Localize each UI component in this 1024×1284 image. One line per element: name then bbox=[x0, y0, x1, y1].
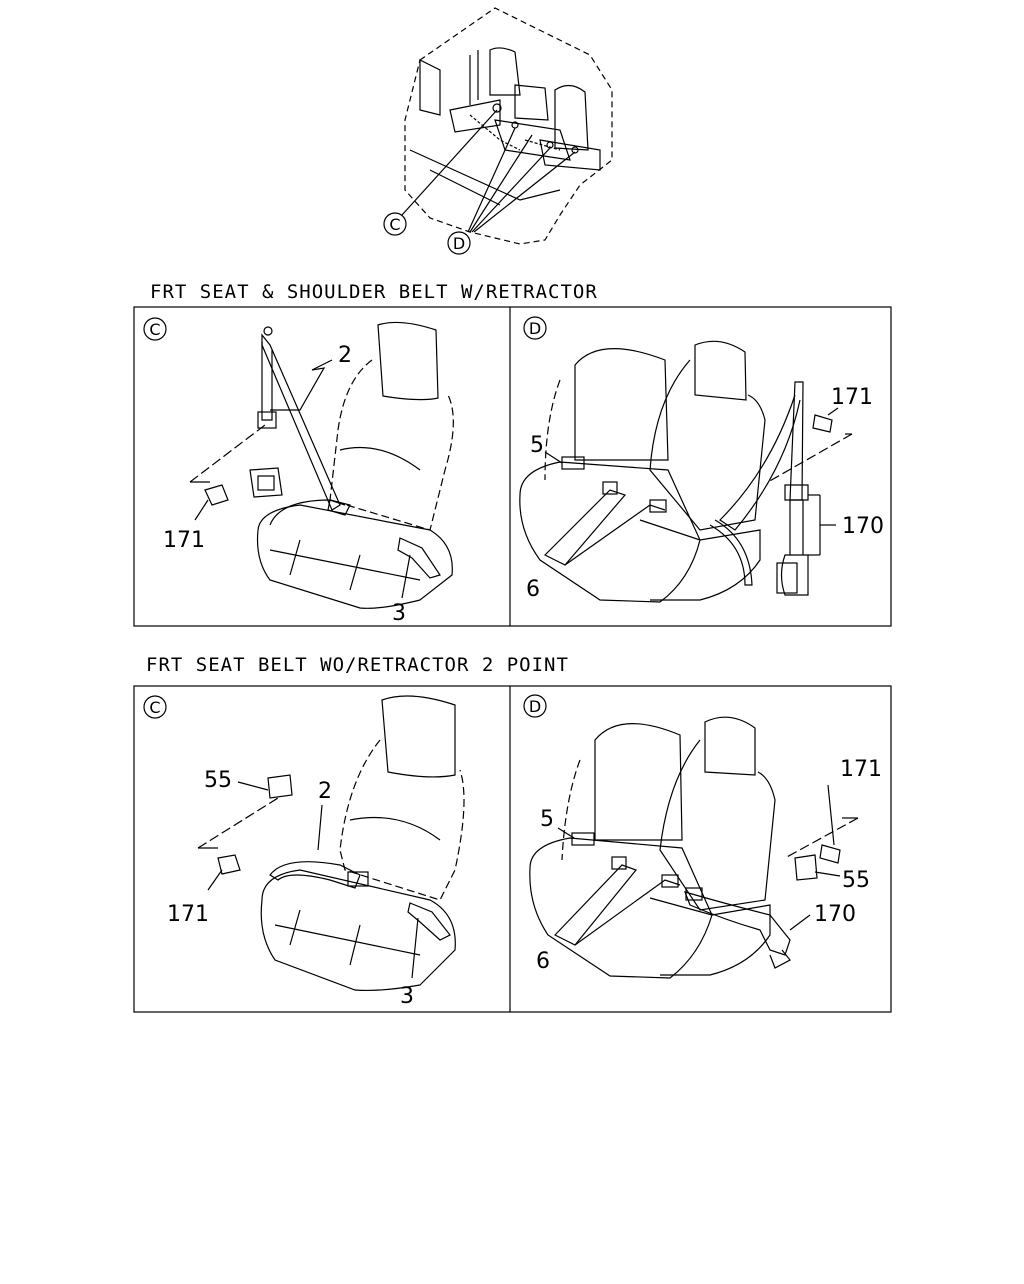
s2-c-label-55: 55 bbox=[204, 768, 232, 793]
section2-title: FRT SEAT BELT WO/RETRACTOR 2 POINT bbox=[146, 654, 569, 676]
s2-d-label-171: 171 bbox=[840, 757, 882, 782]
section2-frame bbox=[133, 685, 892, 1013]
s1-d-label-171: 171 bbox=[831, 385, 873, 410]
callout-d-circle bbox=[447, 231, 471, 255]
s2-d-label-6: 6 bbox=[536, 949, 550, 974]
s2-d-label-5: 5 bbox=[540, 807, 554, 832]
section1-title: FRT SEAT & SHOULDER BELT W/RETRACTOR bbox=[150, 281, 598, 303]
callout-c-label: C bbox=[389, 215, 400, 234]
s1-d-label-5: 5 bbox=[530, 433, 544, 458]
s2-c-label-3: 3 bbox=[400, 984, 414, 1009]
callout-d-label: D bbox=[453, 234, 465, 253]
s2-c-seat bbox=[197, 695, 465, 992]
s2-d-view-label: D bbox=[529, 697, 541, 716]
s2-d-seats bbox=[529, 716, 859, 979]
s1-c-label-171: 171 bbox=[163, 528, 205, 553]
s2-c-label-171: 171 bbox=[167, 902, 209, 927]
s1-c-view-circle bbox=[143, 317, 167, 341]
cab-overview bbox=[383, 7, 613, 255]
s1-c-seat bbox=[189, 321, 454, 609]
s1-d-view-label: D bbox=[529, 319, 541, 338]
s1-d-view-circle bbox=[523, 316, 547, 340]
s2-c-view-label: C bbox=[149, 698, 160, 717]
s2-d-label-55: 55 bbox=[842, 868, 870, 893]
s2-d-label-170: 170 bbox=[814, 902, 856, 927]
callout-c-circle bbox=[383, 212, 407, 236]
s1-d-seats bbox=[519, 340, 853, 603]
s1-d-label-170: 170 bbox=[842, 514, 884, 539]
s1-c-label-2: 2 bbox=[338, 343, 352, 368]
s2-d-view-circle bbox=[523, 694, 547, 718]
s2-c-label-2: 2 bbox=[318, 779, 332, 804]
s1-d-label-6: 6 bbox=[526, 577, 540, 602]
s2-c-view-circle bbox=[143, 695, 167, 719]
s1-c-view-label: C bbox=[149, 320, 160, 339]
s1-c-label-3: 3 bbox=[392, 601, 406, 626]
section1-frame bbox=[133, 306, 892, 627]
